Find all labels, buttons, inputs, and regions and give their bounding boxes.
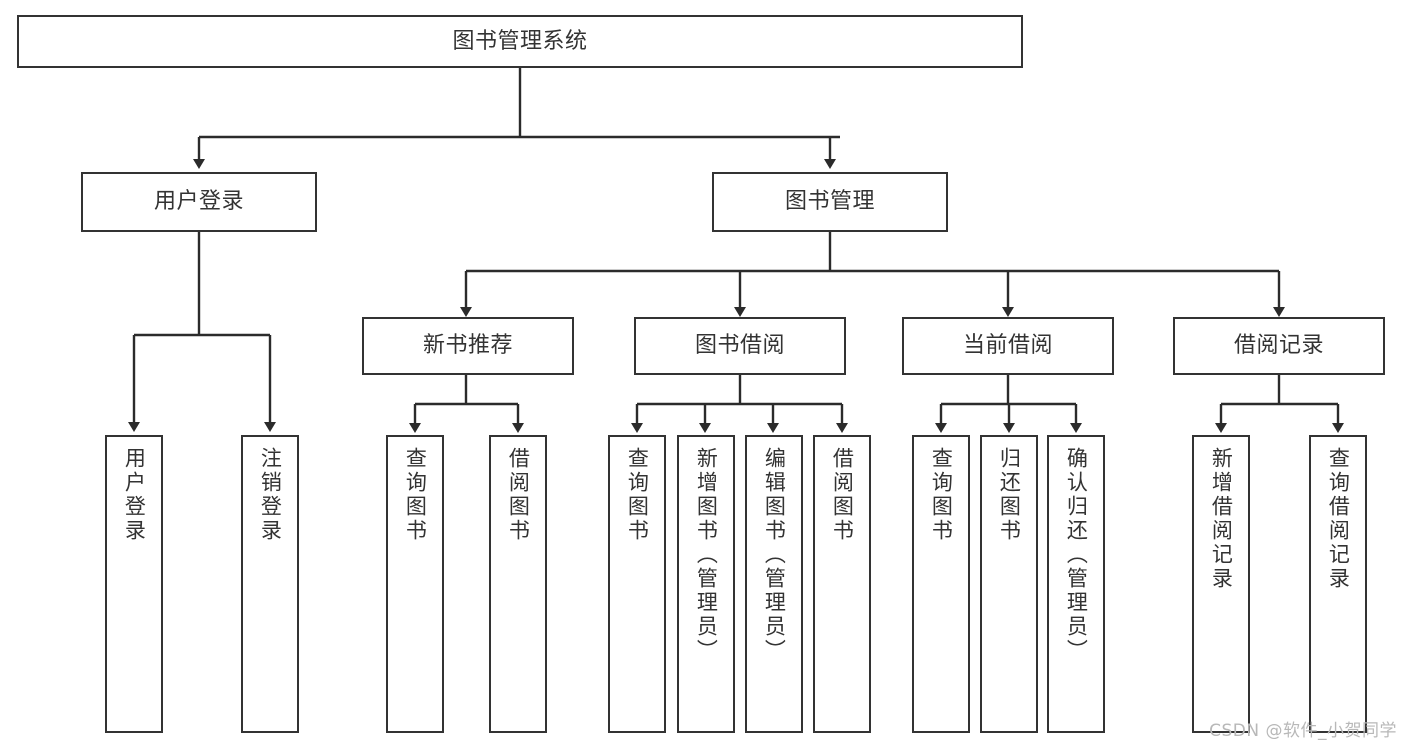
node-leaf-add-borrow-record[interactable]: 新增借阅记录 (1192, 435, 1250, 733)
node-leaf-query-book-2-label: 查询图书 (625, 447, 650, 543)
node-user-login-label: 用户登录 (153, 189, 244, 215)
node-leaf-user-login-label: 用户登录 (122, 447, 147, 543)
node-leaf-add-book-admin-label: 新增图书（管理员） (694, 447, 719, 663)
node-leaf-user-login[interactable]: 用户登录 (105, 435, 163, 733)
node-leaf-return-book[interactable]: 归还图书 (980, 435, 1038, 733)
node-leaf-query-book-1-label: 查询图书 (403, 447, 428, 543)
node-book-manage-label: 图书管理 (784, 189, 875, 215)
node-leaf-logout[interactable]: 注销登录 (241, 435, 299, 733)
node-leaf-edit-book-admin[interactable]: 编辑图书（管理员） (745, 435, 803, 733)
node-book-borrow-label: 图书借阅 (694, 333, 785, 359)
node-leaf-borrow-book-1-label: 借阅图书 (506, 447, 531, 543)
node-root[interactable]: 图书管理系统 (17, 15, 1023, 68)
node-borrow-record-label: 借阅记录 (1233, 333, 1324, 359)
node-book-manage[interactable]: 图书管理 (712, 172, 948, 232)
node-leaf-add-borrow-record-label: 新增借阅记录 (1209, 447, 1234, 591)
node-leaf-logout-label: 注销登录 (258, 447, 283, 543)
node-leaf-return-book-label: 归还图书 (997, 447, 1022, 543)
node-leaf-borrow-book-2-label: 借阅图书 (830, 447, 855, 543)
node-leaf-query-book-3[interactable]: 查询图书 (912, 435, 970, 733)
node-current-borrow-label: 当前借阅 (962, 333, 1053, 359)
node-leaf-borrow-book-2[interactable]: 借阅图书 (813, 435, 871, 733)
node-new-book-recommend-label: 新书推荐 (422, 333, 513, 359)
node-current-borrow[interactable]: 当前借阅 (902, 317, 1114, 375)
node-leaf-query-book-3-label: 查询图书 (929, 447, 954, 543)
node-leaf-add-book-admin[interactable]: 新增图书（管理员） (677, 435, 735, 733)
node-leaf-confirm-return-admin-label: 确认归还（管理员） (1064, 447, 1089, 663)
node-new-book-recommend[interactable]: 新书推荐 (362, 317, 574, 375)
node-leaf-edit-book-admin-label: 编辑图书（管理员） (762, 447, 787, 663)
node-leaf-query-book-1[interactable]: 查询图书 (386, 435, 444, 733)
node-leaf-query-borrow-record[interactable]: 查询借阅记录 (1309, 435, 1367, 733)
node-leaf-borrow-book-1[interactable]: 借阅图书 (489, 435, 547, 733)
node-book-borrow[interactable]: 图书借阅 (634, 317, 846, 375)
watermark-text: CSDN @软件_小贺同学 (1209, 721, 1397, 741)
node-user-login[interactable]: 用户登录 (81, 172, 317, 232)
node-leaf-query-book-2[interactable]: 查询图书 (608, 435, 666, 733)
node-root-label: 图书管理系统 (452, 28, 588, 54)
node-leaf-query-borrow-record-label: 查询借阅记录 (1326, 447, 1351, 591)
node-leaf-confirm-return-admin[interactable]: 确认归还（管理员） (1047, 435, 1105, 733)
node-borrow-record[interactable]: 借阅记录 (1173, 317, 1385, 375)
